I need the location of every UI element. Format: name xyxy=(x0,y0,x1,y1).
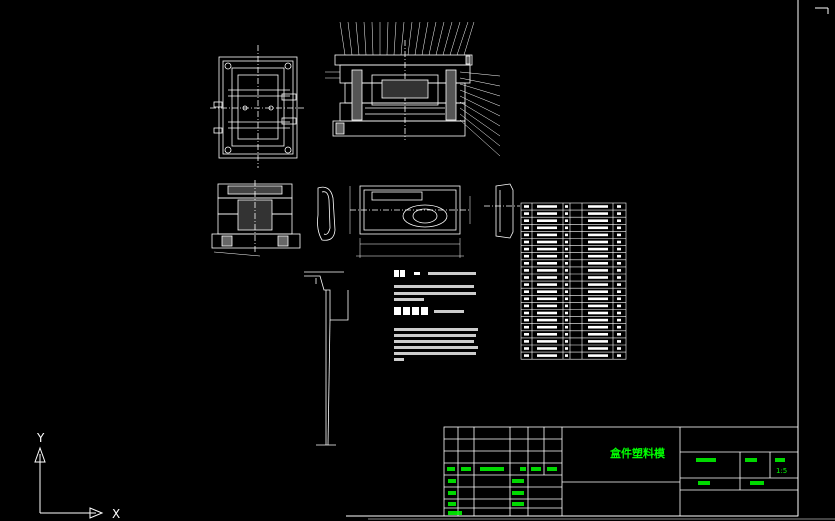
ucs-y-label: Y xyxy=(36,431,45,445)
ucs-icon xyxy=(34,446,104,519)
part-profile-view xyxy=(317,186,336,241)
cross-section-view xyxy=(211,180,301,257)
ucs-x-label: X xyxy=(112,507,120,521)
part-top-view xyxy=(349,185,471,258)
drawing-scale: 1:5 xyxy=(776,467,787,475)
technical-notes xyxy=(394,270,478,361)
mould-plan-view xyxy=(210,45,305,168)
assembly-section-view xyxy=(325,21,501,157)
sprue-detail-view xyxy=(304,271,349,446)
part-side-view xyxy=(484,183,520,239)
title-block-cell-text xyxy=(447,458,785,515)
title-block xyxy=(443,426,799,517)
drawing-title: 盒件塑料模 xyxy=(609,446,666,460)
parts-list-table xyxy=(520,202,627,360)
